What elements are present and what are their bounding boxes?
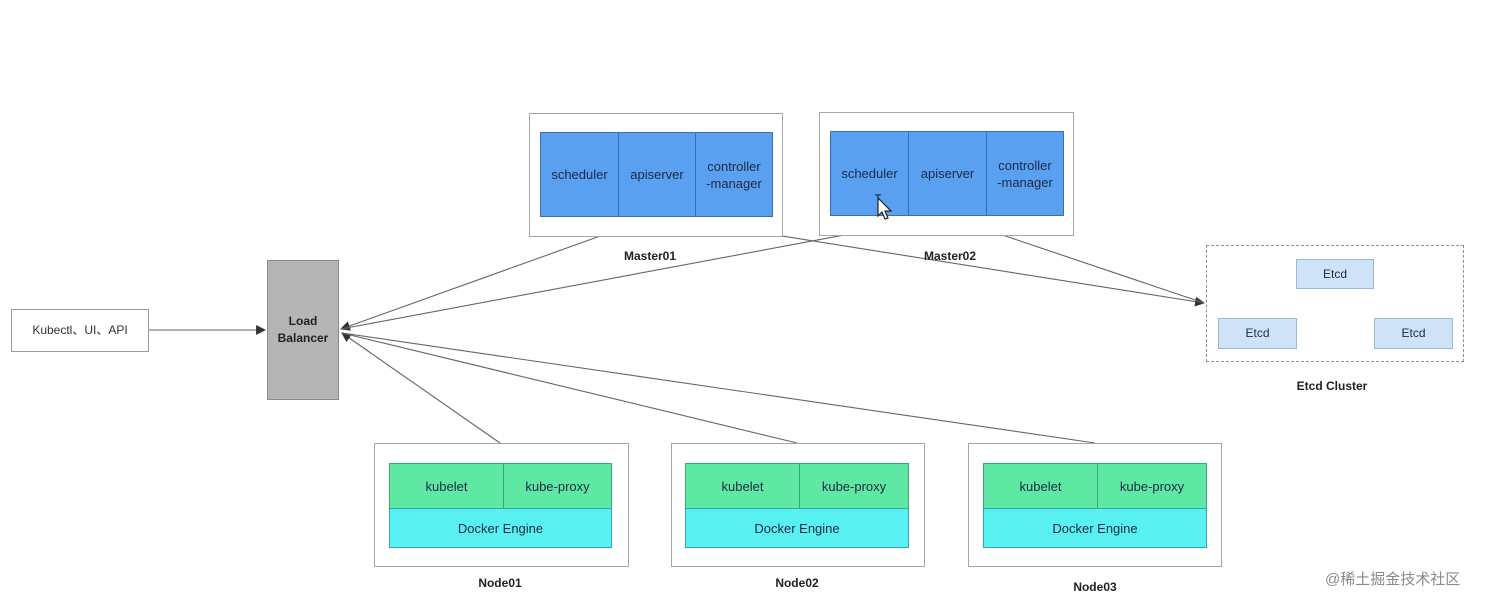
node01-docker-engine-label: Docker Engine [457, 520, 544, 536]
node02-docker-engine-label: Docker Engine [754, 520, 840, 536]
master01-apiserver-label: apiserver [630, 167, 684, 182]
edge-node01-lb [341, 332, 501, 444]
node01-kube-proxy: kube-proxy [503, 463, 612, 509]
node02-docker-engine: Docker Engine [685, 508, 909, 548]
watermark: @稀土掘金技术社区 [1325, 571, 1461, 588]
etcd-cluster-caption: Etcd Cluster [1296, 379, 1368, 393]
master02-caption: Master02 [923, 249, 977, 263]
master02-scheduler-label: scheduler [841, 166, 898, 181]
node03-kubelet: kubelet [983, 463, 1098, 509]
master02-controller-manager-label: controller -manager [997, 157, 1053, 190]
client-label: Kubectl、UI、API [32, 323, 128, 337]
etcd-member-right: Etcd [1374, 318, 1453, 349]
master02-apiserver: apiserver [908, 131, 987, 216]
node03-kube-proxy-label: kube-proxy [1119, 478, 1185, 494]
node03-kube-proxy: kube-proxy [1097, 463, 1207, 509]
etcd-member-left-label: Etcd [1245, 326, 1270, 340]
client-box: Kubectl、UI、API [11, 309, 149, 352]
node03-docker-engine-label: Docker Engine [1052, 520, 1138, 536]
node02-kubelet: kubelet [685, 463, 800, 509]
node02-kube-proxy: kube-proxy [799, 463, 909, 509]
node03-kubelet-label: kubelet [1019, 478, 1062, 494]
node02-caption: Node02 [775, 576, 819, 590]
load-balancer-label: Load Balancer [277, 314, 329, 345]
load-balancer-box: Load Balancer [267, 260, 339, 400]
mouse-cursor-icon [875, 194, 893, 220]
edge-node02-lb [341, 332, 798, 444]
node03-caption: Node03 [1073, 580, 1117, 594]
etcd-member-top-label: Etcd [1322, 266, 1347, 281]
master01-controller-manager: controller -manager [695, 132, 773, 217]
node02-kube-proxy-label: kube-proxy [821, 478, 887, 494]
edge-node03-lb [341, 332, 1096, 444]
master02-scheduler: scheduler [830, 131, 909, 216]
etcd-member-right-label: Etcd [1401, 326, 1426, 340]
node01-kube-proxy-label: kube-proxy [525, 478, 590, 494]
master01-caption: Master01 [623, 249, 677, 263]
etcd-member-top: Etcd [1296, 259, 1374, 289]
master01-scheduler-label: scheduler [551, 167, 608, 182]
master02-controller-manager: controller -manager [986, 131, 1064, 216]
master01-apiserver: apiserver [618, 132, 696, 217]
node01-kubelet-label: kubelet [425, 478, 468, 494]
node02-kubelet-label: kubelet [721, 478, 764, 494]
node01-kubelet: kubelet [389, 463, 504, 509]
master01-controller-manager-label: controller -manager [706, 158, 762, 191]
node03-docker-engine: Docker Engine [983, 508, 1207, 548]
node01-caption: Node01 [478, 576, 522, 590]
master02-apiserver-label: apiserver [920, 166, 975, 181]
etcd-member-left: Etcd [1218, 318, 1297, 349]
master01-scheduler: scheduler [540, 132, 619, 217]
node01-docker-engine: Docker Engine [389, 508, 612, 548]
